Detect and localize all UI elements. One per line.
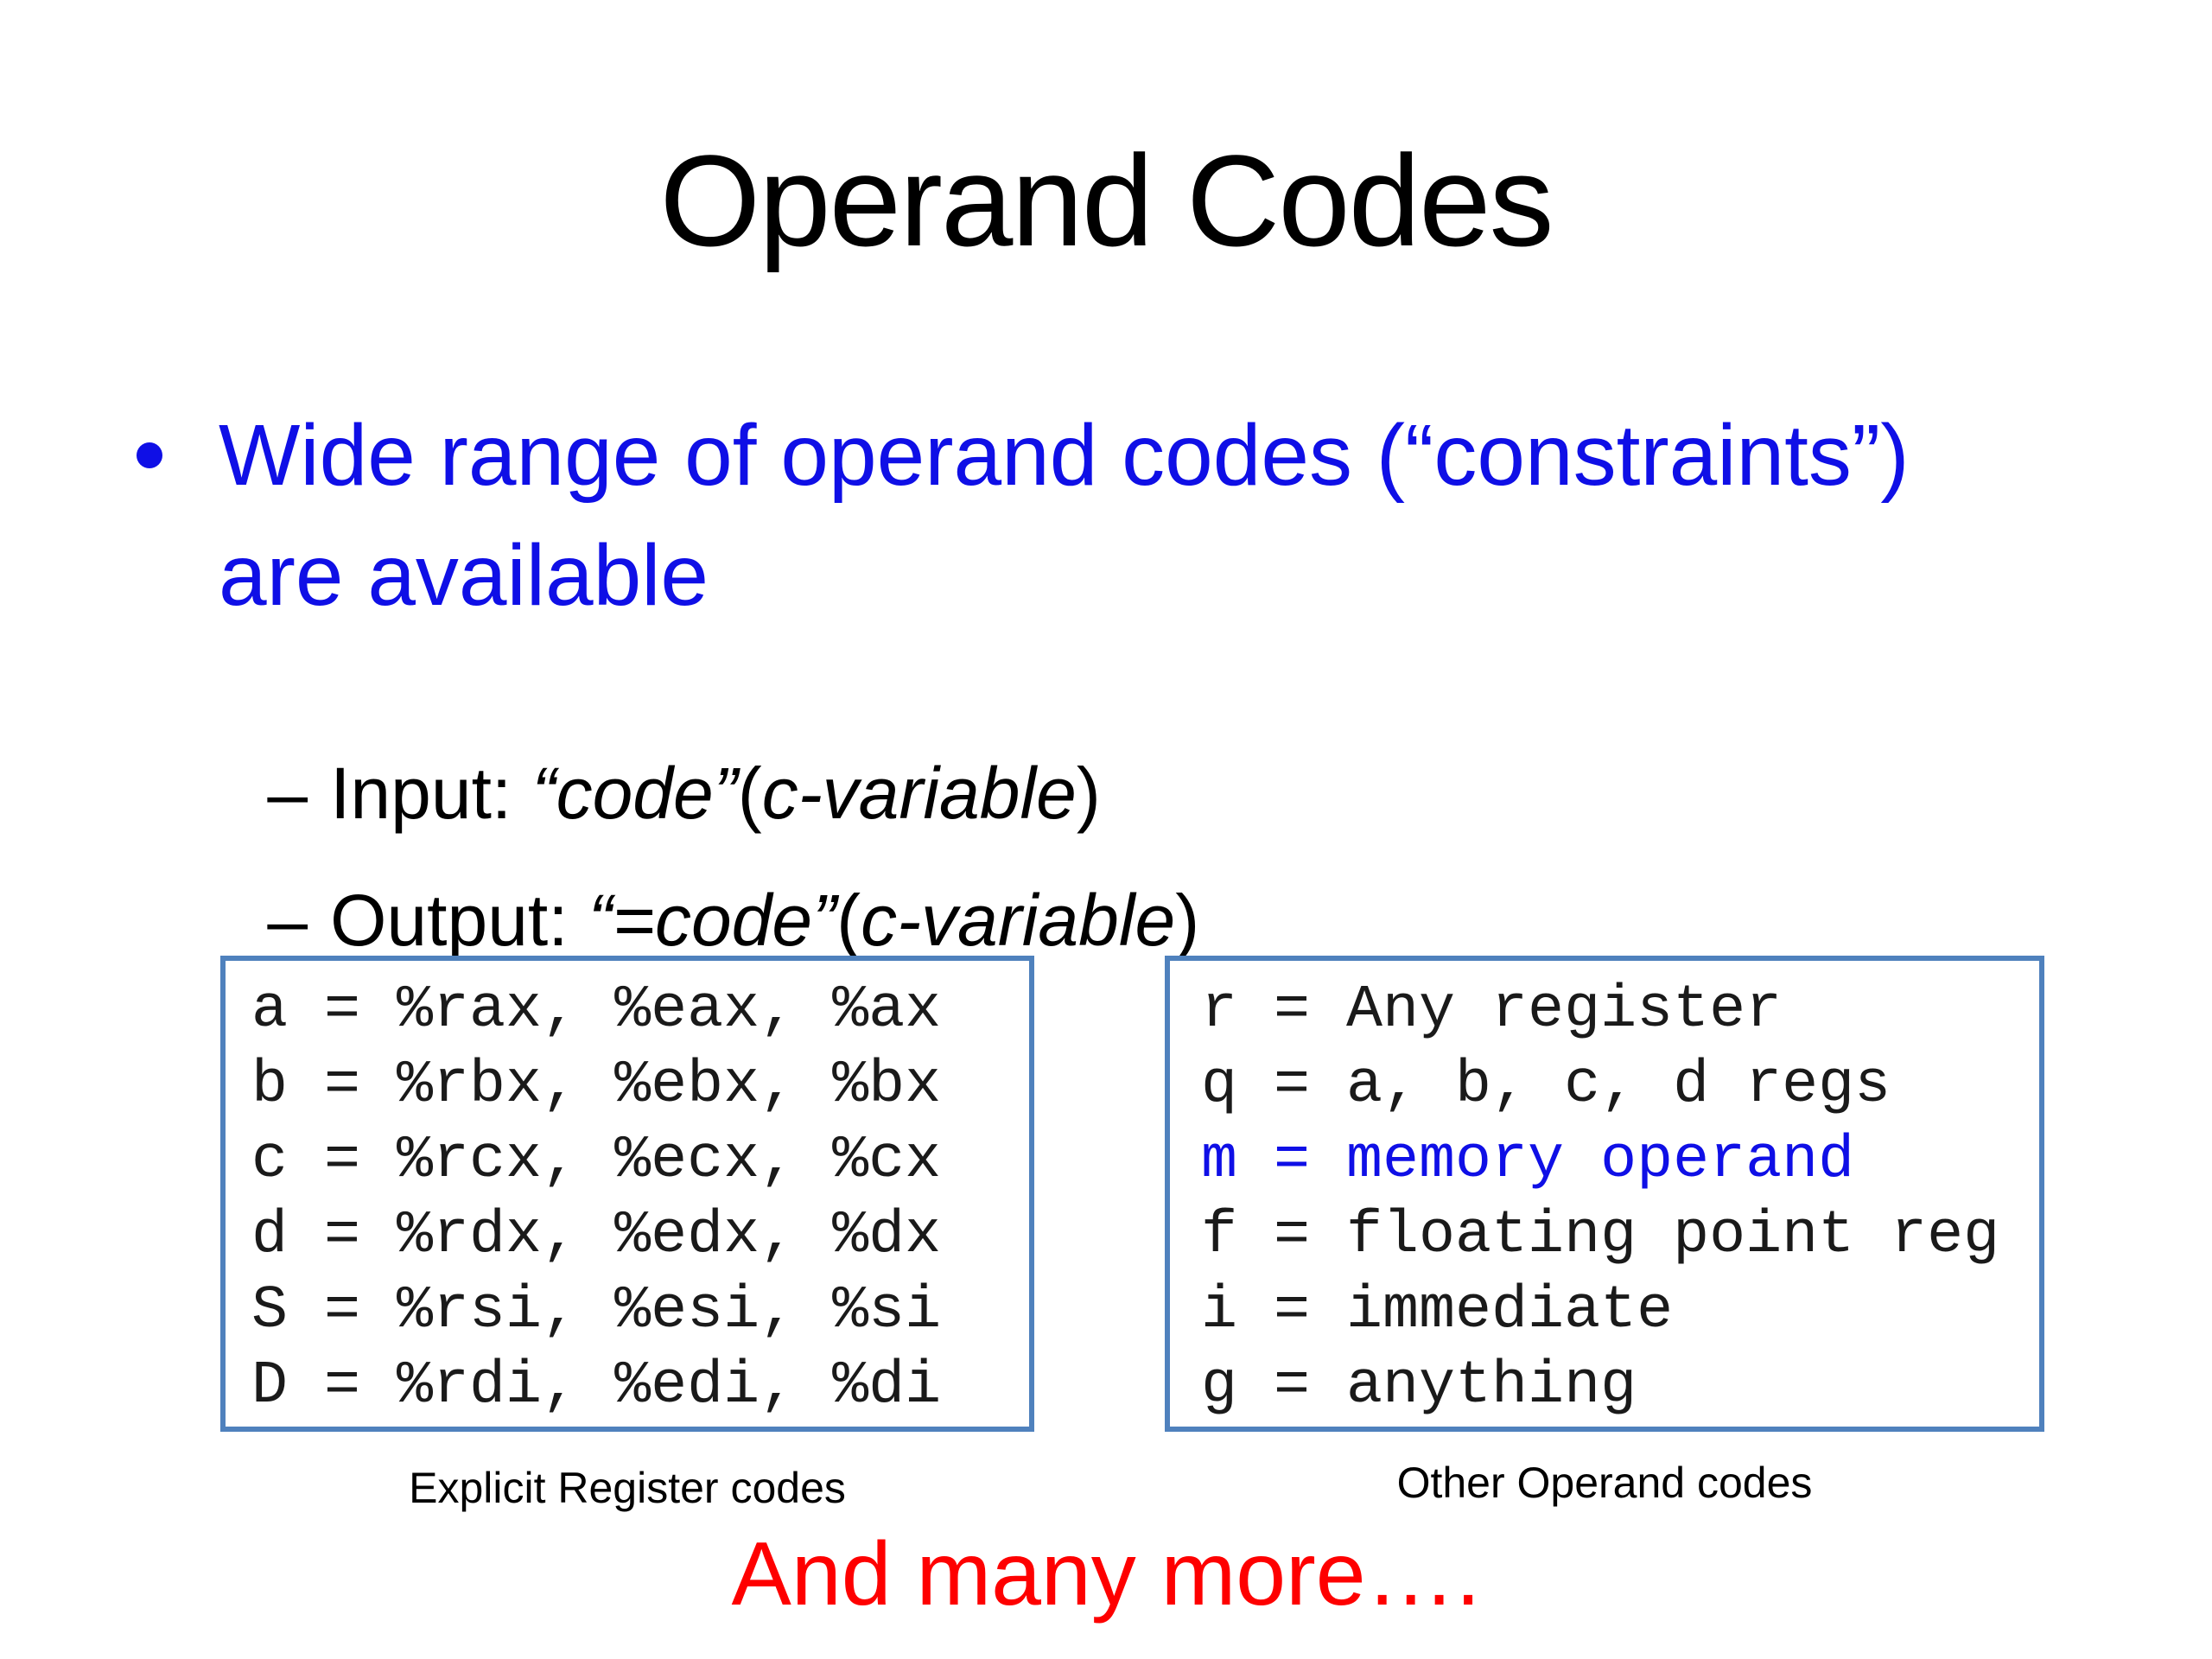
- and-many-more-note: And many more….: [731, 1524, 1481, 1624]
- bullet-text-line-2: are available: [219, 527, 709, 624]
- input-label: Input:: [330, 752, 532, 834]
- bullet-icon: [137, 442, 162, 468]
- dash-bullet-icon: –: [267, 752, 308, 834]
- bullet-text-line-1: Wide range of operand codes (“constraint…: [219, 407, 1910, 504]
- output-variable-token: c-variable: [861, 879, 1176, 961]
- operand-code-line: i = immediate: [1201, 1277, 1674, 1345]
- operand-code-line: r = Any register: [1201, 976, 1783, 1045]
- register-code-line: D = %rdi, %edi, %di: [251, 1352, 942, 1421]
- close-paren: ): [1175, 879, 1200, 961]
- operand-code-line-memory-highlighted: m = memory operand: [1201, 1127, 1855, 1195]
- output-code-token: “=code”: [588, 879, 837, 961]
- input-code-token: “code”: [531, 752, 738, 834]
- close-paren: ): [1076, 752, 1101, 834]
- right-box-caption: Other Operand codes: [1396, 1459, 1813, 1507]
- register-code-line: b = %rbx, %ebx, %bx: [251, 1052, 942, 1120]
- open-paren: (: [836, 879, 861, 961]
- register-code-line: d = %rdx, %edx, %dx: [251, 1202, 942, 1270]
- register-code-line: a = %rax, %eax, %ax: [251, 976, 942, 1045]
- dash-bullet-icon: –: [267, 879, 308, 961]
- register-code-line: c = %rcx, %ecx, %cx: [251, 1127, 942, 1195]
- input-variable-token: c-variable: [761, 752, 1077, 834]
- operand-code-line: q = a, b, c, d regs: [1201, 1052, 1891, 1120]
- left-box-caption: Explicit Register codes: [409, 1464, 846, 1512]
- open-paren: (: [737, 752, 762, 834]
- explicit-register-codes-box: a = %rax, %eax, %ax b = %rbx, %ebx, %bx …: [220, 956, 1034, 1432]
- slide-title: Operand Codes: [659, 128, 1554, 273]
- register-code-line: S = %rsi, %esi, %si: [251, 1277, 942, 1345]
- other-operand-codes-box: r = Any register q = a, b, c, d regs m =…: [1165, 956, 2044, 1432]
- sub-bullet-output: –Output: “=code”(c-variable): [187, 790, 1199, 1051]
- output-label: Output:: [330, 879, 588, 961]
- sub-bullet-input: –Input: “code”(c-variable): [187, 663, 1101, 924]
- operand-code-line: f = floating point reg: [1201, 1202, 2000, 1270]
- operand-code-line: g = anything: [1201, 1352, 1637, 1421]
